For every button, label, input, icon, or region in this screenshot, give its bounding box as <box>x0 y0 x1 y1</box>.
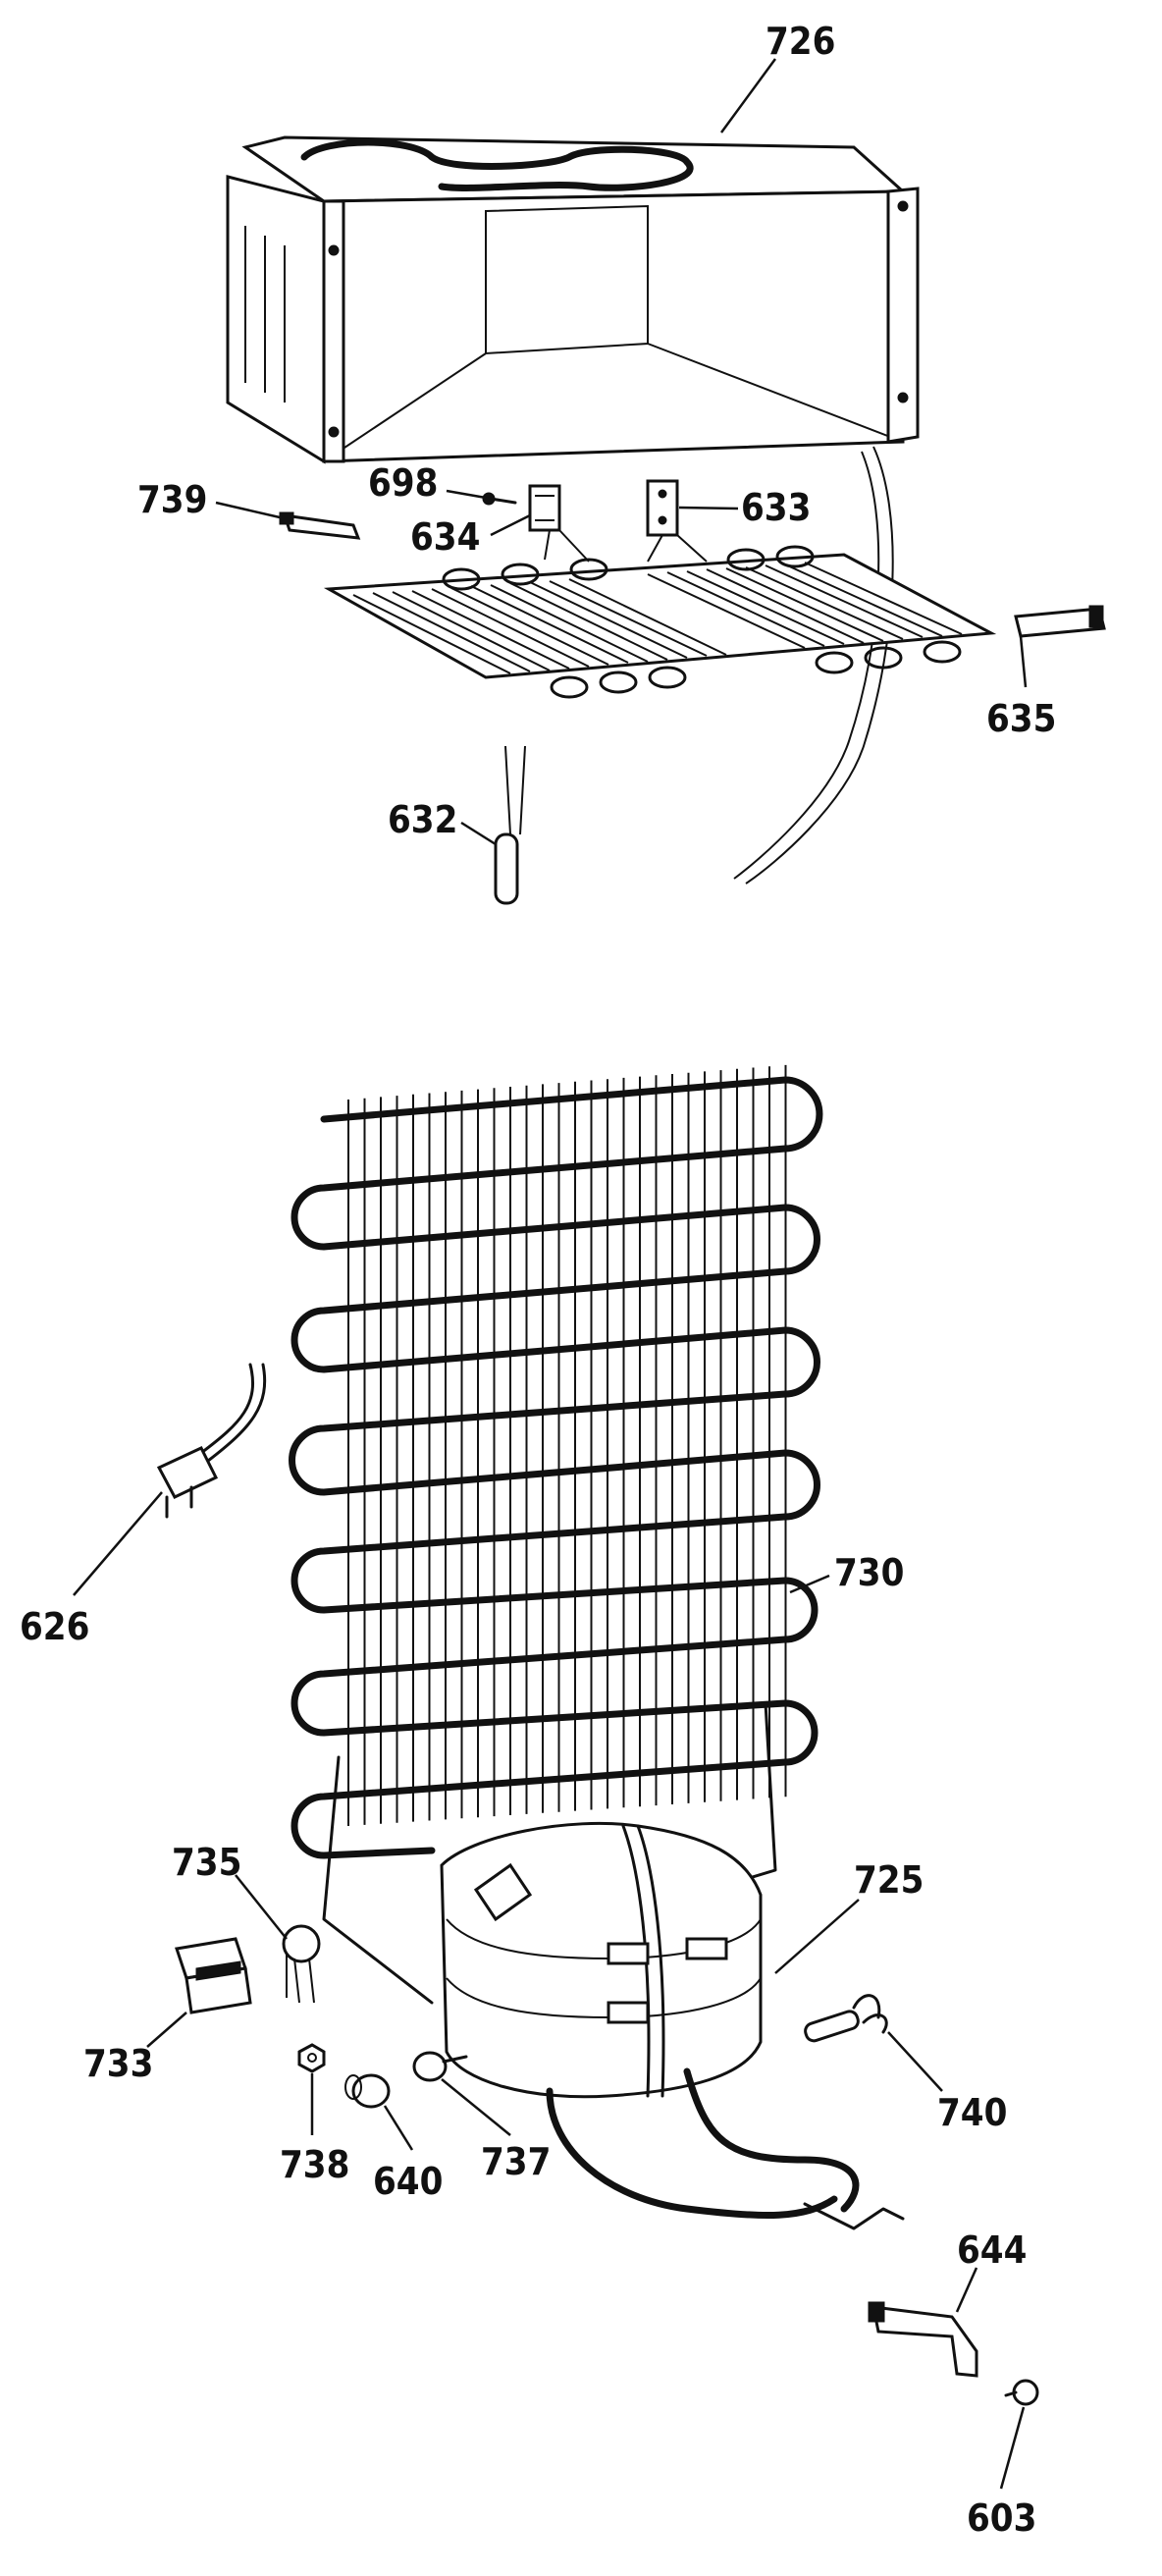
label-635: 635 <box>986 697 1056 740</box>
label-644: 644 <box>957 2228 1027 2272</box>
grommet-640 <box>344 2073 391 2109</box>
label-626: 626 <box>20 1605 89 1648</box>
part-labels: 726 739 698 634 633 635 632 626 730 735 … <box>20 20 1056 2540</box>
heater-740 <box>804 1994 888 2043</box>
overload-733 <box>175 1937 252 2014</box>
bracket-644 <box>868 2301 978 2378</box>
screw-698 <box>482 492 517 506</box>
label-733: 733 <box>83 2042 153 2085</box>
leader-lines <box>73 58 1028 2490</box>
label-735: 735 <box>172 1841 241 1884</box>
screw-603 <box>1004 2379 1039 2406</box>
label-634: 634 <box>410 515 480 559</box>
label-730: 730 <box>834 1551 904 1594</box>
label-640: 640 <box>373 2160 443 2203</box>
freezer-compartment-726 <box>226 135 920 885</box>
compressor-725 <box>440 1821 905 2230</box>
nut-738 <box>297 2043 326 2073</box>
power-cord-626 <box>156 1363 267 1519</box>
relay-735 <box>282 1924 321 2004</box>
label-726: 726 <box>766 20 835 63</box>
evaporator-shelf <box>323 545 997 699</box>
hanger-634 <box>528 484 561 532</box>
label-737: 737 <box>481 2140 551 2183</box>
label-740: 740 <box>937 2091 1007 2134</box>
sensor-632 <box>494 745 526 905</box>
bracket-739 <box>279 511 361 540</box>
label-632: 632 <box>388 798 457 841</box>
label-738: 738 <box>280 2143 349 2186</box>
condenser-coil-730 <box>289 1064 823 2005</box>
label-633: 633 <box>741 486 811 529</box>
label-725: 725 <box>854 1858 924 1902</box>
label-603: 603 <box>967 2496 1036 2540</box>
grommet-737 <box>412 2051 468 2082</box>
label-739: 739 <box>137 478 207 521</box>
hanger-633 <box>646 479 679 537</box>
clip-635 <box>1014 605 1106 638</box>
label-698: 698 <box>368 461 438 505</box>
